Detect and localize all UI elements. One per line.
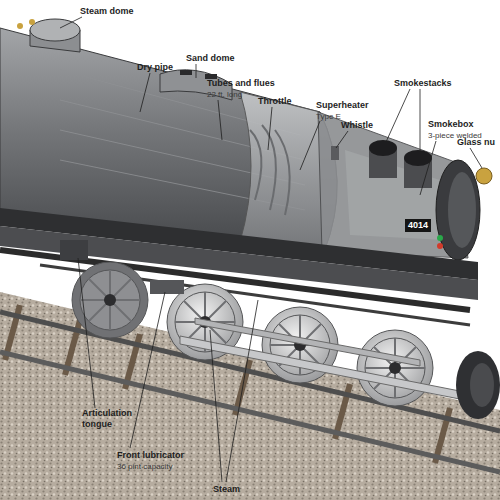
part-label: Front lubricator bbox=[117, 450, 184, 461]
part-label: Smokebox bbox=[428, 119, 474, 130]
spec-note: 36 pint capacity bbox=[117, 462, 173, 472]
spec-note: Type E bbox=[316, 112, 341, 122]
part-label: Whistle bbox=[341, 120, 373, 131]
part-label: Tubes and flues bbox=[207, 78, 275, 89]
part-label: Articulation tongue bbox=[82, 408, 144, 430]
part-label: Smokestacks bbox=[394, 78, 452, 89]
dimension-note: 22 ft. long bbox=[207, 90, 242, 100]
part-label: Superheater bbox=[316, 100, 369, 111]
part-label: Steam dome bbox=[80, 6, 134, 17]
part-label: Sand dome bbox=[186, 53, 235, 64]
part-label: Dry pipe bbox=[137, 62, 173, 73]
number-plate: 4014 bbox=[405, 219, 431, 232]
part-label: Throttle bbox=[258, 96, 292, 107]
part-label: Steam bbox=[213, 484, 240, 495]
part-label: Glass nu bbox=[457, 137, 495, 148]
